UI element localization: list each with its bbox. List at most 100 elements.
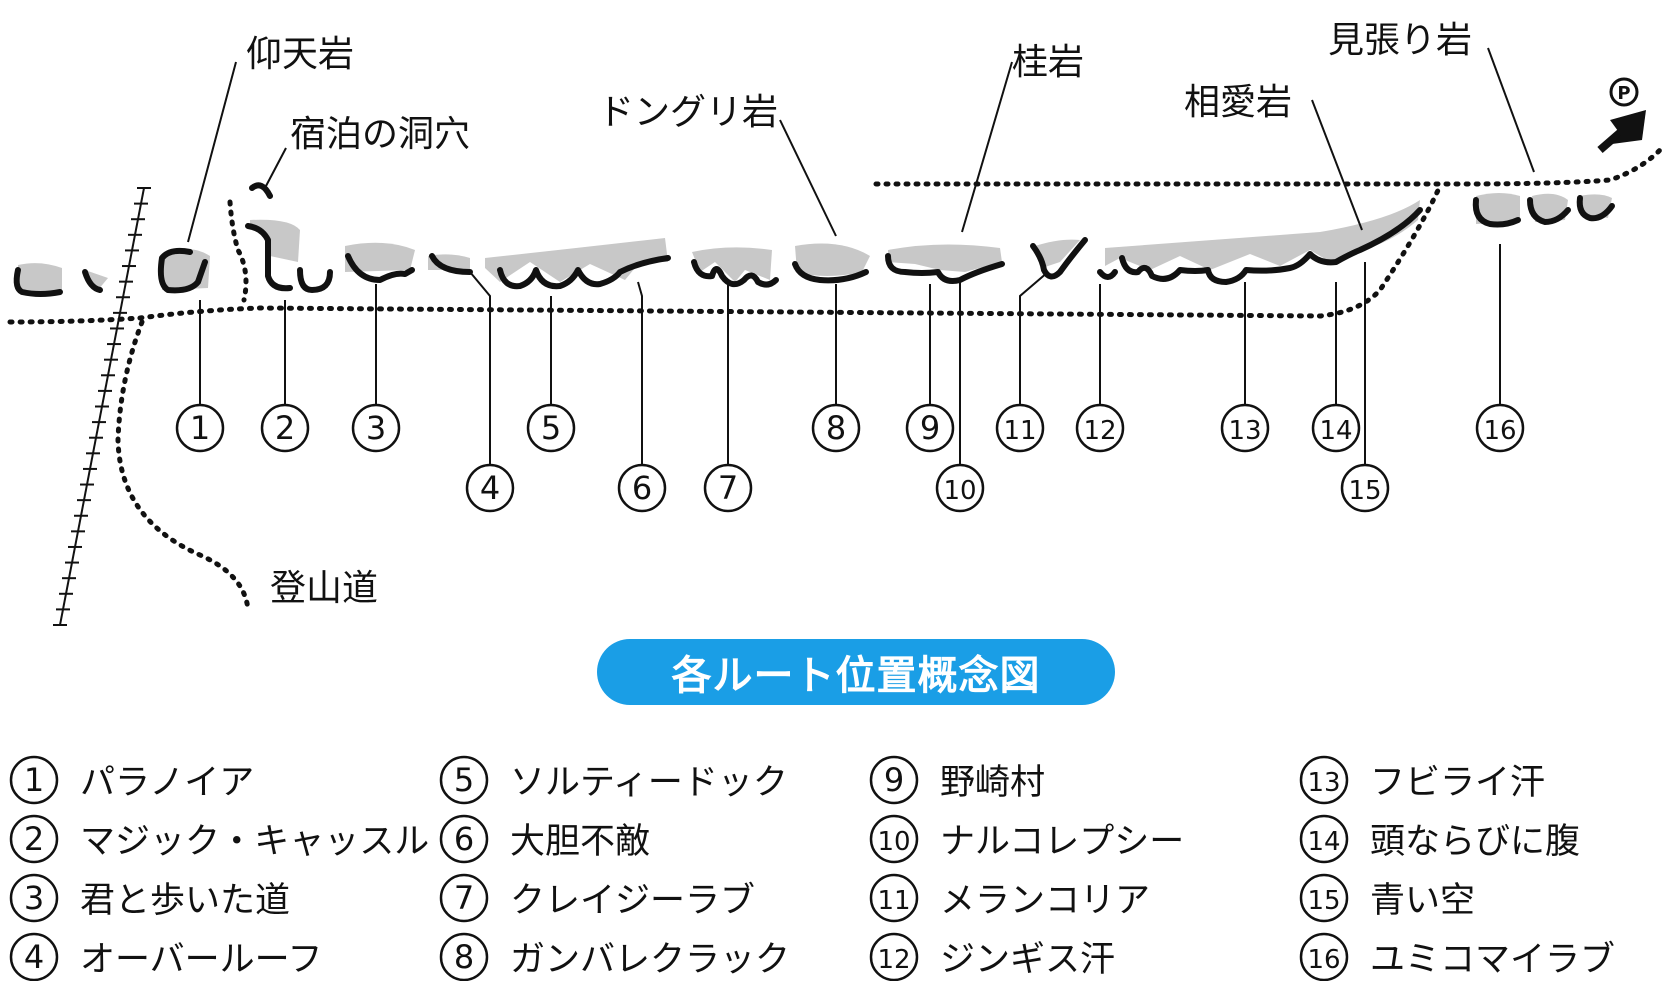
route-marker-circle (905, 403, 955, 453)
legend-route-name: 大胆不敵 (510, 822, 651, 862)
route-marker-circle (351, 403, 401, 453)
route-marker-circle (175, 403, 225, 453)
legend-number: 7 (438, 872, 496, 924)
route-marker-circle (811, 403, 861, 453)
route-marker-circle (1311, 403, 1361, 453)
legend-number: 4 (8, 931, 66, 981)
tozando-trail (115, 319, 251, 613)
route-marker-1: 1 (190, 409, 210, 447)
legend-route-name: メランコリア (940, 881, 1151, 921)
legend-number: 13 (1298, 754, 1356, 806)
rock-11 (1035, 239, 1080, 268)
legend-number: 12 (868, 931, 926, 981)
label-leaders (187, 47, 1535, 243)
svg-text:8: 8 (454, 938, 474, 976)
svg-text:12: 12 (877, 945, 910, 975)
route-marker-3: 3 (366, 409, 386, 447)
svg-text:3: 3 (24, 879, 44, 917)
legend-route-name: ソルティードック (510, 763, 788, 803)
svg-text:9: 9 (884, 761, 904, 799)
label-donguri: ドングリ岩 (598, 92, 778, 133)
ridge-line (53, 187, 151, 626)
legend-route-name: ジンギス汗 (940, 940, 1116, 980)
route-marker-6: 6 (632, 469, 652, 507)
legend-item-4: 4 オーバールーフ (8, 927, 429, 981)
legend-number: 11 (868, 872, 926, 924)
legend-route-name: 青い空 (1370, 881, 1476, 921)
route-marker-12: 12 (1083, 416, 1116, 446)
svg-text:6: 6 (454, 820, 474, 858)
svg-text:13: 13 (1307, 768, 1340, 798)
legend-number: 10 (868, 813, 926, 865)
legend-column: 9 野崎村 10 ナルコレプシー 11 メランコリア 12 ジンギス汗 (868, 750, 1184, 981)
route-marker-4: 4 (480, 469, 500, 507)
route-marker-5: 5 (541, 409, 561, 447)
route-marker-13: 13 (1228, 416, 1261, 446)
route-marker-circle (995, 403, 1045, 453)
legend-route-name: オーバールーフ (80, 940, 323, 980)
label-soai: 相愛岩 (1184, 82, 1292, 123)
route-marker-10: 10 (943, 476, 976, 506)
legend-number: 16 (1298, 931, 1356, 981)
diagram-title: 各ルート位置概念図 (597, 639, 1115, 705)
main-trail (7, 183, 1443, 325)
route-marker-circle (1475, 403, 1525, 453)
legend-number: 2 (8, 813, 66, 865)
parking-icon: P (1609, 77, 1639, 107)
rock-16a (1476, 193, 1520, 224)
label-tozando: 登山道 (270, 568, 378, 609)
route-marker-circle (465, 463, 515, 513)
svg-text:10: 10 (877, 827, 910, 857)
legend-route-name: ユミコマイラブ (1370, 940, 1616, 980)
legend-item-6: 6 大胆不敵 (438, 809, 790, 868)
svg-text:14: 14 (1307, 827, 1340, 857)
legend-route-name: 野崎村 (940, 763, 1046, 803)
rock-9-10 (888, 244, 1002, 272)
trails (7, 147, 1663, 613)
label-miharashi: 見張り岩 (1328, 20, 1472, 61)
legend-route-name: 君と歩いた道 (80, 881, 291, 921)
route-marker-circle (617, 463, 667, 513)
label-shukuhaku: 宿泊の洞穴 (290, 114, 470, 155)
route-marker-7: 7 (718, 469, 738, 507)
rock-7 (692, 247, 772, 282)
legend-route-name: フビライ汗 (1370, 763, 1546, 803)
legend-item-16: 16 ユミコマイラブ (1298, 927, 1615, 981)
legend-route-name: ナルコレプシー (940, 822, 1185, 862)
rock-outlines (13, 182, 1615, 297)
rock-8 (795, 243, 870, 276)
svg-text:16: 16 (1307, 945, 1340, 975)
route-marker-8: 8 (826, 409, 846, 447)
route-marker-14: 14 (1319, 416, 1352, 446)
parking-label: P (1617, 83, 1630, 104)
legend-item-9: 9 野崎村 (868, 750, 1184, 809)
legend-item-11: 11 メランコリア (868, 868, 1184, 927)
route-marker-11: 11 (1003, 416, 1036, 446)
label-gyoten: 仰天岩 (246, 34, 354, 75)
legend-number: 9 (868, 754, 926, 806)
upper-trail (873, 147, 1663, 187)
legend-item-10: 10 ナルコレプシー (868, 809, 1184, 868)
label-katsura: 桂岩 (1012, 42, 1084, 83)
rock-a (18, 263, 62, 295)
route-marker-9: 9 (920, 409, 940, 447)
svg-text:2: 2 (24, 820, 44, 858)
route-marker-circle (526, 403, 576, 453)
route-marker-circle (260, 403, 310, 453)
legend-item-13: 13 フビライ汗 (1298, 750, 1615, 809)
route-marker-2: 2 (275, 409, 295, 447)
rock-outcrops (18, 193, 1612, 295)
place-labels: 仰天岩 宿泊の洞穴 ドングリ岩 桂岩 見張り岩 相愛岩 登山道 (246, 20, 1472, 609)
legend-number: 14 (1298, 813, 1356, 865)
